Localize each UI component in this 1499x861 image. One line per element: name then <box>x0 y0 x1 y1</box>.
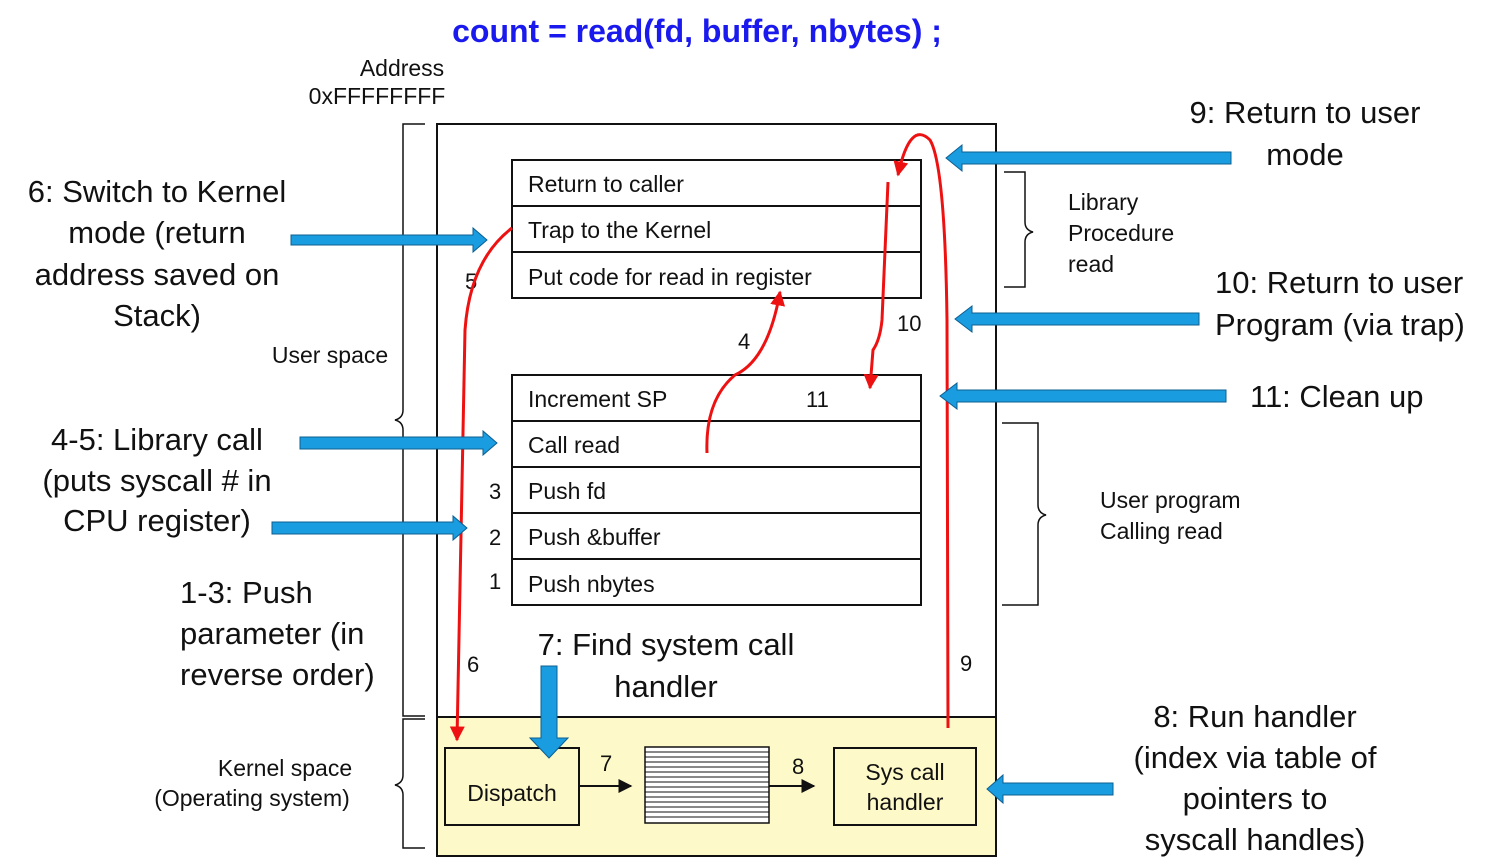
red-flow-arrows <box>449 133 950 742</box>
callout-step11: 11: Clean up <box>1250 379 1424 414</box>
svg-text:Program (via trap): Program (via trap) <box>1215 307 1465 342</box>
arrow-callout-10 <box>954 304 1200 334</box>
arrow-callout-45b <box>271 514 468 542</box>
row-push-nbytes: Push nbytes <box>528 571 655 597</box>
kernel-arrow-number-7: 7 <box>600 751 612 776</box>
callout-step6: 6: Switch to Kernel mode (return address… <box>28 174 286 333</box>
syscall-handler-box: Sys call handler <box>833 747 977 826</box>
svg-text:(puts syscall # in: (puts syscall # in <box>42 463 271 498</box>
kernel-space-label-2: (Operating system) <box>154 785 350 811</box>
callout-step9: 9: Return to user mode <box>1190 95 1421 172</box>
svg-text:syscall handles): syscall handles) <box>1145 822 1366 857</box>
user-program-label-2: Calling read <box>1100 518 1223 544</box>
user-program-label-1: User program <box>1100 487 1241 513</box>
dispatch-label: Dispatch <box>467 780 556 806</box>
svg-text:parameter (in: parameter (in <box>180 616 364 651</box>
svg-text:handler: handler <box>614 669 717 704</box>
arrow-callout-45a <box>299 429 498 457</box>
svg-text:7: Find system call: 7: Find system call <box>538 627 795 662</box>
diagram-title: count = read(fd, buffer, nbytes) ; <box>452 13 942 49</box>
flow-arrow-10 <box>863 181 890 390</box>
arrow-callout-9 <box>945 143 1232 173</box>
svg-text:reverse order): reverse order) <box>180 657 375 692</box>
svg-text:address saved on: address saved on <box>35 257 280 292</box>
dispatch-box: Dispatch <box>444 747 580 826</box>
svg-text:pointers to: pointers to <box>1183 781 1328 816</box>
callout-step8: 8: Run handler (index via table of point… <box>1134 699 1377 857</box>
svg-text:6: Switch to Kernel: 6: Switch to Kernel <box>28 174 286 209</box>
arrow-callout-11 <box>939 381 1227 411</box>
row-push-buffer: Push &buffer <box>528 524 661 550</box>
step-number-6: 6 <box>467 652 479 677</box>
kernel-space-label-1: Kernel space <box>218 755 352 781</box>
syscall-table <box>644 746 770 824</box>
row-increment-sp: Increment SP <box>528 386 667 412</box>
svg-text:(index via table of: (index via table of <box>1134 740 1377 775</box>
svg-text:4-5: Library call: 4-5: Library call <box>51 422 263 457</box>
library-label-2: Procedure <box>1068 220 1174 246</box>
row-put-code: Put code for read in register <box>528 264 812 290</box>
blue-callout-arrows <box>271 143 1232 805</box>
svg-text:1-3: Push: 1-3: Push <box>180 575 313 610</box>
handler-label-2: handler <box>867 789 944 815</box>
arrow-callout-6 <box>290 226 488 254</box>
svg-text:9: Return to user: 9: Return to user <box>1190 95 1421 130</box>
user-space-brace <box>394 123 425 717</box>
svg-text:10: Return to user: 10: Return to user <box>1215 265 1463 300</box>
callout-step13: 1-3: Push parameter (in reverse order) <box>180 575 375 692</box>
address-value: 0xFFFFFFFF <box>309 83 446 109</box>
step-number-11: 11 <box>806 387 829 412</box>
row-trap-to-kernel: Trap to the Kernel <box>528 217 711 243</box>
arrow-callout-7 <box>528 665 570 759</box>
callout-step10: 10: Return to user Program (via trap) <box>1215 265 1465 342</box>
step-number-2: 2 <box>489 525 501 550</box>
row-return-to-caller: Return to caller <box>528 171 684 197</box>
arrow-callout-8 <box>986 773 1114 805</box>
flow-arrow-9 <box>893 133 950 729</box>
address-label: Address <box>360 55 444 81</box>
library-procedure-box: Return to caller Trap to the Kernel Put … <box>511 159 922 299</box>
step-number-4: 4 <box>738 329 750 354</box>
callout-step7: 7: Find system call handler <box>538 627 795 704</box>
row-call-read: Call read <box>528 432 620 458</box>
svg-text:8: Run handler: 8: Run handler <box>1153 699 1356 734</box>
kernel-arrow-number-8: 8 <box>792 754 804 779</box>
flow-arrow-4 <box>705 290 786 454</box>
step-number-3: 3 <box>489 479 501 504</box>
flow-arrow-6 <box>449 226 513 742</box>
user-program-brace <box>1002 422 1047 606</box>
callout-step45: 4-5: Library call (puts syscall # in CPU… <box>42 422 271 538</box>
step-number-5: 5 <box>465 269 477 294</box>
library-label-1: Library <box>1068 189 1139 215</box>
kernel-space-brace <box>394 718 425 849</box>
step-number-10: 10 <box>897 311 921 336</box>
svg-text:mode: mode <box>1266 137 1344 172</box>
svg-text:CPU register): CPU register) <box>63 503 251 538</box>
row-push-fd: Push fd <box>528 478 606 504</box>
svg-text:Stack): Stack) <box>113 298 201 333</box>
user-space-label: User space <box>272 342 388 368</box>
step-number-9: 9 <box>960 651 972 676</box>
library-brace <box>1004 171 1034 288</box>
library-label-3: read <box>1068 251 1114 277</box>
handler-label-1: Sys call <box>865 759 944 785</box>
user-program-box: Increment SP Call read Push fd Push &buf… <box>511 374 922 606</box>
step-number-1: 1 <box>489 569 501 594</box>
svg-text:mode (return: mode (return <box>68 215 245 250</box>
